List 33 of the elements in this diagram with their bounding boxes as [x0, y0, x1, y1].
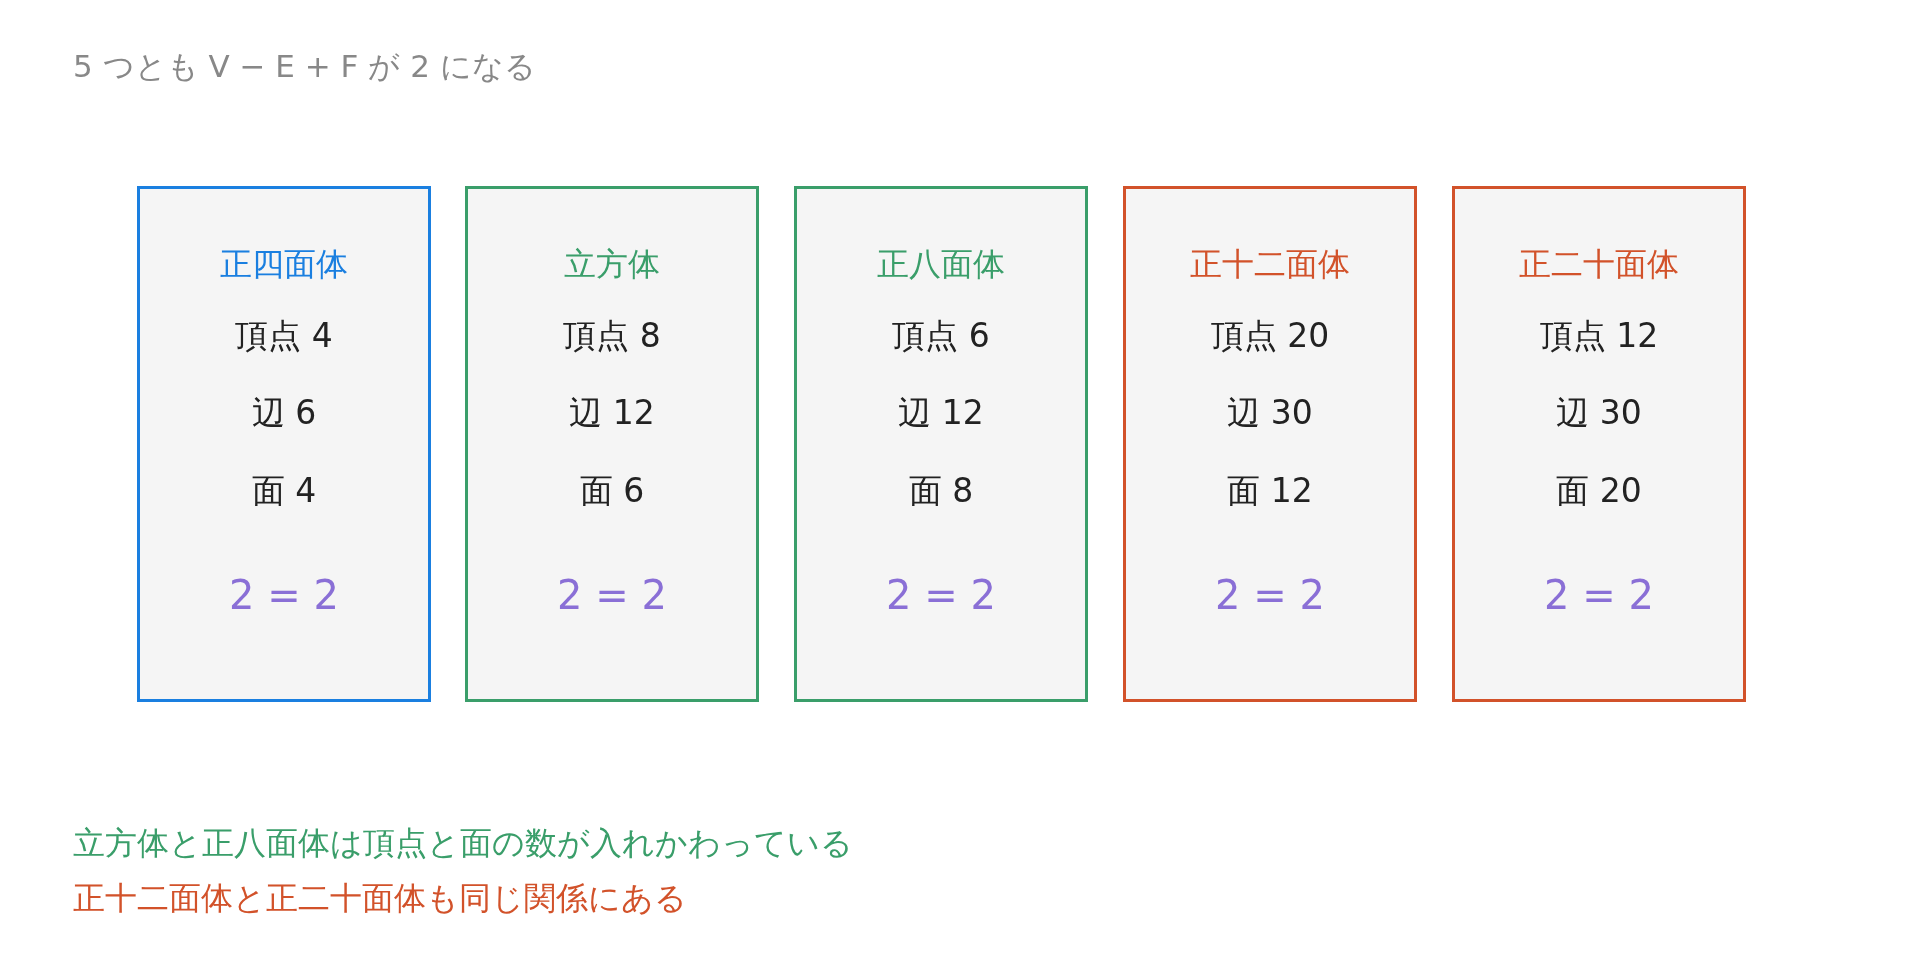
euler-result: 2 = 2 [1544, 572, 1654, 618]
solid-name: 正八面体 [877, 244, 1005, 285]
note-text: 立方体と正八面体は頂点と面の数が入れかわっている [73, 823, 853, 864]
vertex-count: 頂点 6 [892, 315, 990, 357]
note-text: 正十二面体と正二十面体も同じ関係にある [73, 878, 687, 919]
face-count: 面 8 [908, 470, 974, 512]
euler-result: 2 = 2 [229, 572, 339, 618]
solid-name: 正四面体 [220, 244, 348, 285]
solid-name: 正二十面体 [1519, 244, 1679, 285]
solid-card [1452, 186, 1746, 702]
face-count: 面 6 [579, 470, 645, 512]
edge-count: 辺 30 [1556, 392, 1642, 434]
edge-count: 辺 12 [569, 392, 655, 434]
solid-name: 正十二面体 [1190, 244, 1350, 285]
solid-card [465, 186, 759, 702]
face-count: 面 20 [1556, 470, 1642, 512]
euler-result: 2 = 2 [557, 572, 667, 618]
diagram-title: 5 つとも V − E + F が 2 になる [73, 47, 536, 86]
edge-count: 辺 12 [898, 392, 984, 434]
face-count: 面 4 [251, 470, 317, 512]
vertex-count: 頂点 8 [563, 315, 661, 357]
euler-result: 2 = 2 [886, 572, 996, 618]
solid-card [1123, 186, 1417, 702]
solid-name: 立方体 [564, 244, 660, 285]
vertex-count: 頂点 12 [1539, 315, 1659, 357]
edge-count: 辺 30 [1227, 392, 1313, 434]
vertex-count: 頂点 20 [1210, 315, 1330, 357]
euler-result: 2 = 2 [1215, 572, 1325, 618]
edge-count: 辺 6 [251, 392, 317, 434]
vertex-count: 頂点 4 [235, 315, 333, 357]
face-count: 面 12 [1227, 470, 1313, 512]
solid-card [137, 186, 431, 702]
solid-card [794, 186, 1088, 702]
